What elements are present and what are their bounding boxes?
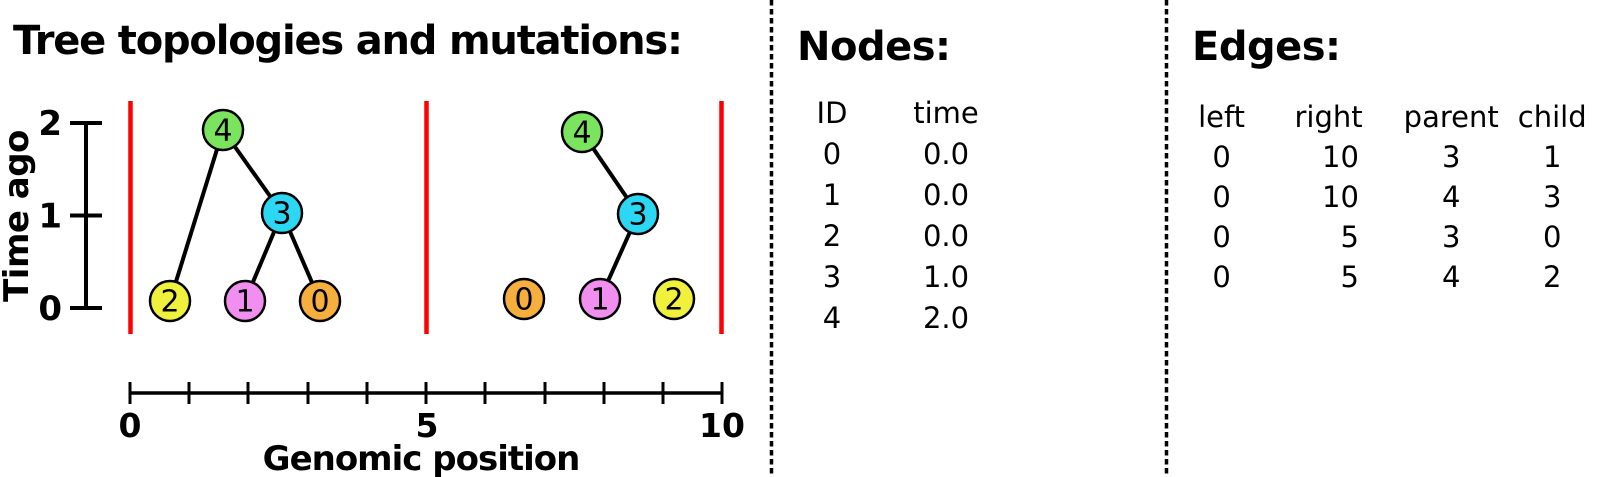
edges-col-header-child: child <box>1517 100 1587 134</box>
table-row: 0 5 3 0 <box>1183 217 1599 257</box>
figure-title: Tree topologies and mutations: <box>13 18 683 64</box>
genome-axis-tick-label-10: 10 <box>699 406 745 445</box>
edge-child-cell: 1 <box>1542 140 1562 174</box>
edges-col-header-right: right <box>1294 100 1363 134</box>
table-row: 2 0.0 <box>793 216 1021 257</box>
tree-node-label-3: 3 <box>272 197 291 232</box>
table-row: 0 10 3 1 <box>1183 137 1599 177</box>
tree-node-label-1: 1 <box>590 283 609 318</box>
genome-axis-label: Genomic position <box>263 439 580 477</box>
tree-node-label-3: 3 <box>628 198 647 233</box>
node-id-cell: 0 <box>822 137 842 171</box>
edge-left-cell: 0 <box>1212 260 1231 294</box>
nodes-table: ID time 0 0.0 1 0.0 2 0.0 3 1.0 4 2.0 <box>793 93 1021 339</box>
edge-parent-cell: 3 <box>1441 220 1461 254</box>
tree-node-circle-0 <box>502 277 546 321</box>
edge-left-cell: 0 <box>1212 180 1231 214</box>
table-row: 3 1.0 <box>793 257 1021 298</box>
tree-edge-4-2 <box>168 129 225 302</box>
edge-left-cell: 0 <box>1212 220 1231 254</box>
tree-node-label-4: 4 <box>213 114 232 149</box>
node-id-cell: 3 <box>822 260 842 294</box>
tree-node-label-1: 1 <box>235 285 254 320</box>
node-id-cell: 2 <box>822 219 842 253</box>
node-time-cell: 2.0 <box>922 301 970 335</box>
tree-node-circle-2 <box>148 279 192 323</box>
edge-right-cell: 10 <box>1322 180 1359 214</box>
nodes-table-header-row: ID time <box>793 93 1021 134</box>
time-axis-tick-label-0: 0 <box>38 289 62 329</box>
breakpoint-lines <box>128 101 724 334</box>
nodes-col-header-time: time <box>913 96 979 130</box>
edge-parent-cell: 4 <box>1441 260 1461 294</box>
genome-axis-tick-label-0: 0 <box>119 406 142 445</box>
tree-node-circle-4 <box>201 108 245 152</box>
nodes-title: Nodes: <box>797 24 951 70</box>
table-row: 4 2.0 <box>793 298 1021 339</box>
edges-title: Edges: <box>1192 24 1341 70</box>
node-id-cell: 1 <box>822 178 842 212</box>
edge-right-cell: 5 <box>1340 220 1359 254</box>
tree-node-circle-3 <box>616 192 660 236</box>
node-time-cell: 0.0 <box>922 137 970 171</box>
edges-col-header-parent: parent <box>1403 100 1499 134</box>
tree-node-label-0: 0 <box>514 283 533 318</box>
edge-parent-cell: 3 <box>1441 140 1461 174</box>
tree-node-circle-4 <box>560 110 604 154</box>
node-id-cell: 4 <box>822 301 842 335</box>
table-row: 0 0.0 <box>793 134 1021 175</box>
tree-right: 4 3 0 1 2 <box>502 110 696 321</box>
tree-node-circle-1 <box>223 279 267 323</box>
tree-left: 4 3 2 1 0 <box>148 108 342 323</box>
time-axis-label: Time ago <box>0 130 37 302</box>
edge-right-cell: 5 <box>1340 260 1359 294</box>
node-time-cell: 0.0 <box>922 219 970 253</box>
edge-child-cell: 2 <box>1542 260 1562 294</box>
edge-child-cell: 3 <box>1542 180 1562 214</box>
time-axis-tick-label-1: 1 <box>38 196 62 236</box>
edge-parent-cell: 4 <box>1441 180 1461 214</box>
node-time-cell: 1.0 <box>922 260 970 294</box>
tree-node-circle-2 <box>652 277 696 321</box>
edges-table-header-row: left right parent child <box>1183 97 1599 137</box>
edges-col-header-left: left <box>1198 100 1246 134</box>
edge-child-cell: 0 <box>1542 220 1562 254</box>
tree-node-label-4: 4 <box>572 116 591 151</box>
table-row: 0 10 4 3 <box>1183 177 1599 217</box>
tree-node-circle-1 <box>578 277 622 321</box>
edge-right-cell: 10 <box>1322 140 1359 174</box>
tree-node-label-2: 2 <box>160 285 179 320</box>
table-row: 0 5 4 2 <box>1183 257 1599 297</box>
time-axis: 2 1 0 Time ago <box>0 104 102 329</box>
edge-left-cell: 0 <box>1212 140 1231 174</box>
tree-node-label-2: 2 <box>664 283 683 318</box>
time-axis-tick-label-2: 2 <box>38 104 62 144</box>
edges-table: left right parent child 0 10 3 1 0 10 4 … <box>1183 97 1599 297</box>
tree-node-circle-3 <box>260 191 304 235</box>
tree-node-circle-0 <box>298 279 342 323</box>
nodes-col-header-id: ID <box>816 96 848 130</box>
node-time-cell: 0.0 <box>922 178 970 212</box>
table-row: 1 0.0 <box>793 175 1021 216</box>
genome-axis-tick-label-5: 5 <box>416 406 439 445</box>
genome-axis: 0 5 10 Genomic position <box>119 382 745 477</box>
tree-node-label-0: 0 <box>310 285 329 320</box>
